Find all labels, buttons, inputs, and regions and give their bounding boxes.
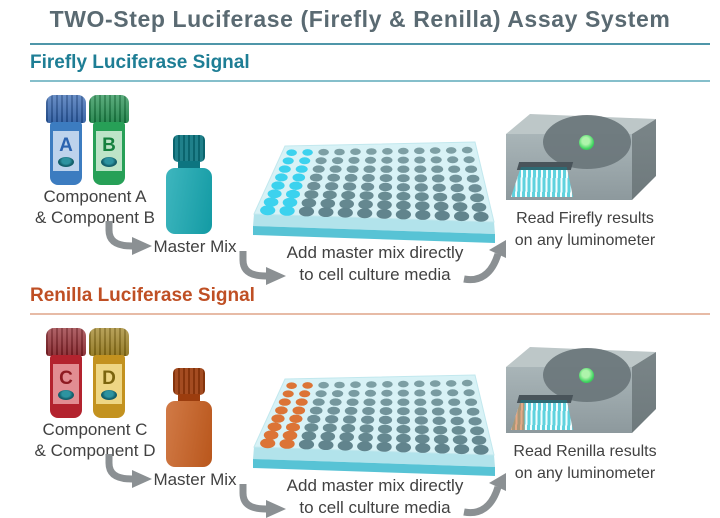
tube-letter: D [102, 367, 116, 389]
curved-arrow-icon [239, 484, 286, 518]
tube-body: C [50, 355, 82, 418]
brand-logo-icon [101, 389, 117, 400]
component-label-line2: & Component B [34, 208, 155, 227]
page-title: TWO-Step Luciferase (Firefly & Renilla) … [49, 6, 671, 32]
result-label-line2: on any luminometer [514, 232, 656, 249]
bottle-neck [178, 394, 200, 402]
green-indicator-light [579, 368, 594, 383]
bottle-neck [178, 161, 200, 169]
section-renilla: Renilla Luciferase Signal C D Component … [0, 283, 720, 518]
tube-body: A [50, 122, 82, 185]
master-mix-label: Master Mix [153, 237, 237, 256]
curved-arrow-up-icon [463, 240, 506, 284]
tube-cap [46, 95, 86, 123]
plate-tray [511, 167, 573, 197]
renilla-divider [30, 313, 710, 315]
renilla-heading: Renilla Luciferase Signal [30, 285, 255, 306]
component-a-tube: A [46, 95, 86, 185]
firefly-heading: Firefly Luciferase Signal [30, 52, 250, 73]
master-mix-bottle [166, 135, 212, 235]
component-label-line1: Component A [43, 187, 147, 206]
tube-label: A [53, 131, 79, 171]
bottle-body [166, 401, 212, 467]
tube-label: C [53, 364, 79, 404]
luminometer [506, 112, 656, 204]
tube-letter: A [59, 134, 73, 156]
96-well-plate [253, 374, 495, 476]
bottle-body [166, 168, 212, 234]
result-label-line1: Read Firefly results [516, 210, 654, 227]
brand-logo-icon [101, 156, 117, 167]
component-label-line1: Component C [42, 420, 148, 439]
tube-label: D [96, 364, 122, 404]
result-label-line2: on any luminometer [514, 465, 656, 482]
component-c-tube: C [46, 328, 86, 418]
curved-arrow-icon [105, 454, 152, 488]
curved-arrow-icon [105, 221, 152, 255]
tube-cap [89, 328, 129, 356]
plate-caption-line1: Add master mix directly [286, 476, 464, 495]
master-mix-label: Master Mix [153, 470, 237, 489]
green-indicator-light [579, 135, 594, 150]
tube-letter: C [59, 367, 73, 389]
component-label-line2: & Component D [34, 441, 156, 460]
tube-letter: B [102, 134, 116, 156]
curved-arrow-icon [239, 251, 286, 285]
brand-logo-icon [58, 389, 74, 400]
luminometer [506, 345, 656, 437]
plate-caption-line2: to cell culture media [299, 498, 451, 517]
plate-caption-line2: to cell culture media [299, 265, 451, 284]
plate-tray [511, 400, 573, 430]
master-mix-bottle [166, 368, 212, 468]
component-b-tube: B [89, 95, 129, 185]
96-well-plate [253, 141, 495, 243]
bottle-cap [173, 135, 205, 162]
tube-cap [46, 328, 86, 356]
tube-body: D [93, 355, 125, 418]
tube-label: B [96, 131, 122, 171]
top-divider [30, 43, 710, 45]
section-firefly: Firefly Luciferase Signal A B Component … [0, 50, 720, 285]
plate-caption-line1: Add master mix directly [286, 243, 464, 262]
curved-arrow-up-icon [463, 473, 506, 517]
bottle-cap [173, 368, 205, 395]
firefly-divider [30, 80, 710, 82]
component-d-tube: D [89, 328, 129, 418]
tube-body: B [93, 122, 125, 185]
result-label-line1: Read Renilla results [513, 443, 657, 460]
tube-cap [89, 95, 129, 123]
brand-logo-icon [58, 156, 74, 167]
